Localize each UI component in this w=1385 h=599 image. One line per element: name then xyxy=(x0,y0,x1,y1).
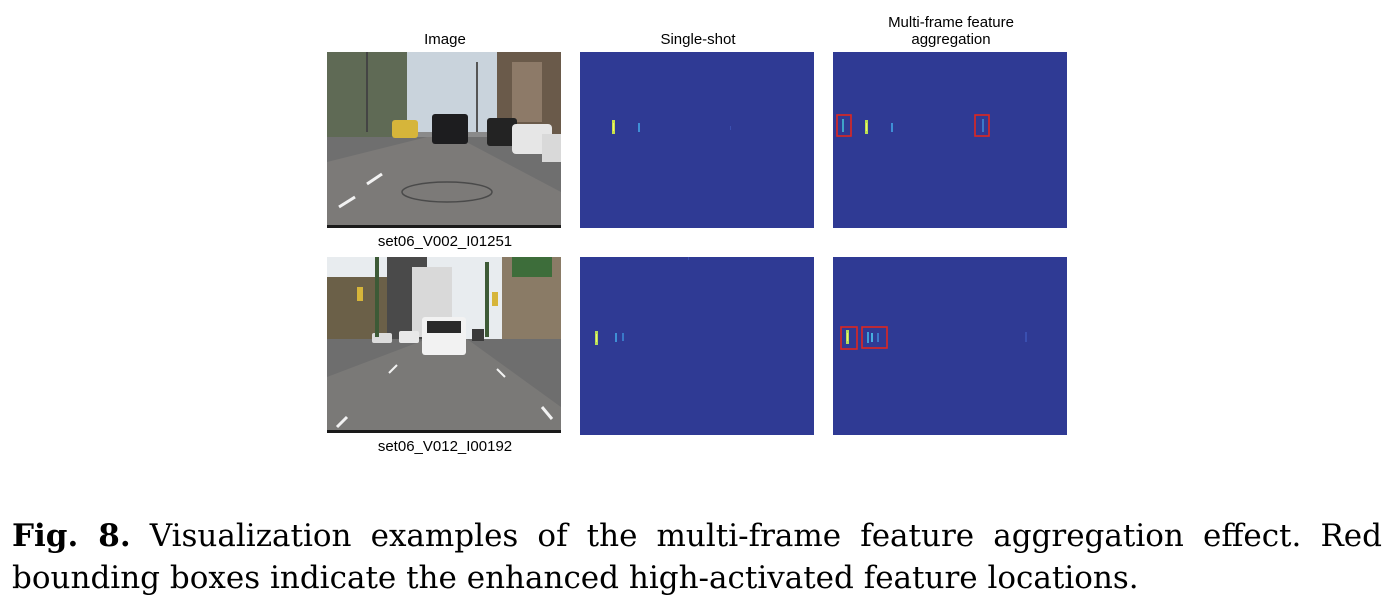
figure-caption: Fig. 8. Visualization examples of the mu… xyxy=(12,515,1382,599)
figure-caption-label: Fig. 8. xyxy=(12,518,131,554)
street-image-row2 xyxy=(327,257,561,433)
highlight-box xyxy=(974,114,990,137)
column-title-single-shot: Single-shot xyxy=(660,31,736,48)
image-label-row2: set06_V012_I00192 xyxy=(377,438,513,455)
image-label-row1: set06_V002_I01251 xyxy=(377,233,513,250)
column-title-multi-frame-line2: aggregation xyxy=(911,31,991,48)
column-title-multi-frame-line1: Multi-frame feature xyxy=(888,14,1014,31)
single-shot-heatmap-row1 xyxy=(580,52,814,228)
highlight-box xyxy=(836,114,852,137)
figure: Image Single-shot Multi-frame feature ag… xyxy=(327,14,1069,455)
column-title-multi-frame: Multi-frame feature aggregation xyxy=(833,14,1069,48)
highlight-box xyxy=(840,326,858,350)
highlight-box xyxy=(861,326,888,349)
street-image-row1 xyxy=(327,52,561,228)
multi-frame-heatmap-row1 xyxy=(833,52,1067,228)
single-shot-heatmap-row2 xyxy=(580,257,814,435)
column-title-image: Image xyxy=(424,31,466,48)
multi-frame-heatmap-row2 xyxy=(833,257,1067,435)
figure-caption-text: Visualization examples of the multi-fram… xyxy=(12,518,1382,596)
